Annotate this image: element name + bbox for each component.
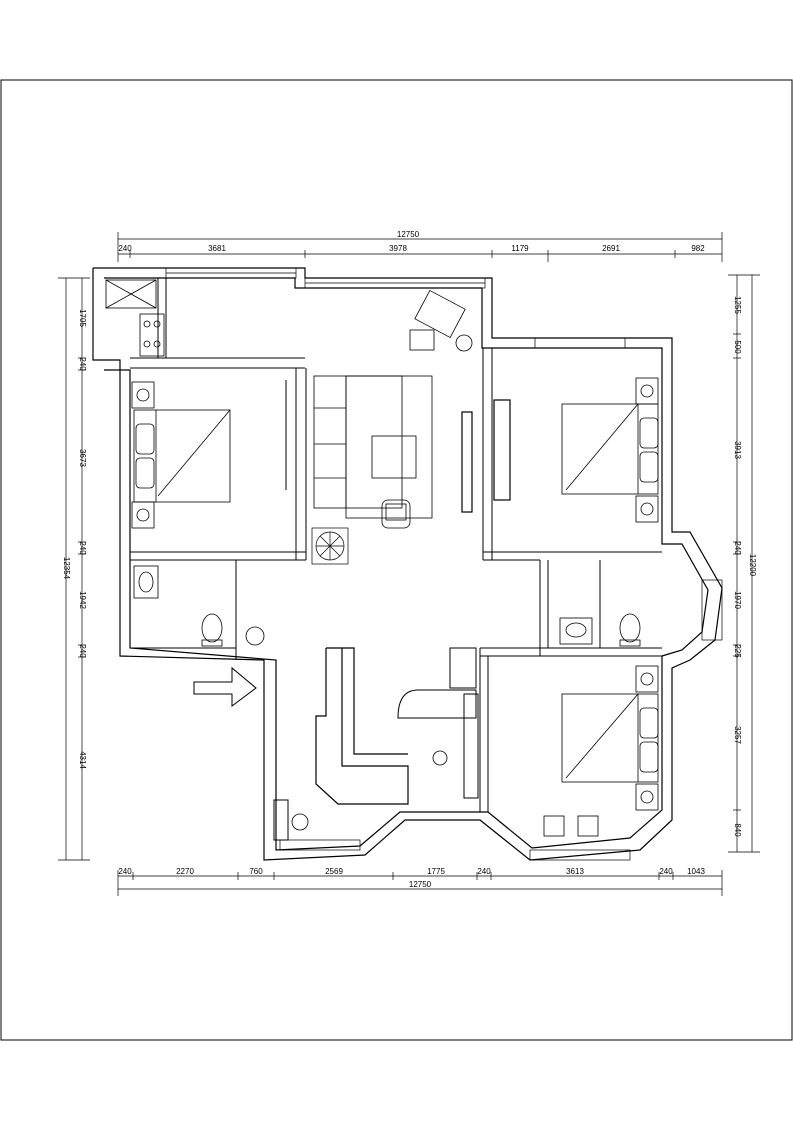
bottom-dimension-group <box>117 870 723 896</box>
bay-window-stools <box>543 815 599 837</box>
bottom-dim-1: 240 <box>118 867 132 876</box>
washing-machine <box>245 626 265 646</box>
right-dim-6: 225 <box>733 644 742 658</box>
left-dim-2: 240 <box>78 357 87 371</box>
armchair-icon <box>381 499 411 529</box>
basin-icon <box>559 617 593 645</box>
round-table-entry <box>291 813 309 831</box>
plant-icon <box>311 527 349 565</box>
sofa <box>313 375 433 519</box>
wardrobe-bed2 <box>493 399 511 501</box>
top-dim-5: 2691 <box>602 244 620 253</box>
double-bed-icon <box>561 403 659 495</box>
entrance-arrow-icon <box>193 666 257 707</box>
left-dim-4: 240 <box>78 541 87 555</box>
shoe-cabinet <box>273 799 289 841</box>
top-dim-1: 240 <box>118 244 132 253</box>
bottom-dim-6: 240 <box>477 867 491 876</box>
left-dim-5: 1942 <box>78 591 87 609</box>
bottom-overall-dimension: 12750 <box>409 880 432 889</box>
windows <box>165 267 723 861</box>
desk <box>397 647 479 799</box>
top-dim-3: 3978 <box>389 244 407 253</box>
top-overall-dimension: 12750 <box>397 230 420 239</box>
double-bed-icon <box>133 409 231 503</box>
left-dim-7: 4314 <box>78 751 87 769</box>
stove-icon <box>139 313 165 357</box>
bottom-dim-3: 760 <box>249 867 263 876</box>
double-bed-icon <box>561 693 659 783</box>
bottom-dim-2: 2270 <box>176 867 194 876</box>
nightstand-lamp <box>635 377 659 523</box>
desk-chair <box>432 750 448 766</box>
bottom-dim-5: 1775 <box>427 867 445 876</box>
right-dim-7: 3257 <box>733 726 742 744</box>
toilet-icon <box>619 613 641 647</box>
bottom-dim-8: 240 <box>659 867 673 876</box>
bottom-dim-4: 2569 <box>325 867 343 876</box>
sheet-border <box>0 79 793 1041</box>
armchair-icon <box>409 289 466 351</box>
storage-box <box>105 279 157 309</box>
basin-icon <box>133 565 159 599</box>
right-overall-dimension: 12200 <box>748 554 757 577</box>
left-dim-3: 3673 <box>78 449 87 467</box>
left-overall-dimension: 12354 <box>62 557 71 580</box>
right-dimension-group <box>728 274 760 853</box>
right-dim-5: 1970 <box>733 591 742 609</box>
nightstand-lamp <box>635 665 659 811</box>
left-dimension-group <box>58 277 90 861</box>
bottom-dim-9: 1043 <box>687 867 705 876</box>
right-dim-2: 500 <box>733 340 742 354</box>
nightstand-lamp <box>131 381 155 529</box>
right-dim-1: 1255 <box>733 296 742 314</box>
coffee-table <box>371 435 417 479</box>
l-shaped-counter <box>315 647 409 805</box>
right-dim-4: 240 <box>733 541 742 555</box>
toilet-icon <box>201 613 223 647</box>
left-dim-1: 1705 <box>78 309 87 327</box>
top-dim-2: 3681 <box>208 244 226 253</box>
tv-cabinet <box>461 411 473 513</box>
right-dim-3: 3913 <box>733 441 742 459</box>
interior-walls <box>130 278 662 812</box>
right-dim-8: 840 <box>733 823 742 837</box>
top-dimension-group <box>117 232 723 262</box>
top-dim-6: 982 <box>691 244 705 253</box>
bottom-dim-7: 3613 <box>566 867 584 876</box>
round-side-table <box>455 334 473 352</box>
top-dim-4: 1179 <box>511 244 529 253</box>
left-dim-6: 240 <box>78 644 87 658</box>
